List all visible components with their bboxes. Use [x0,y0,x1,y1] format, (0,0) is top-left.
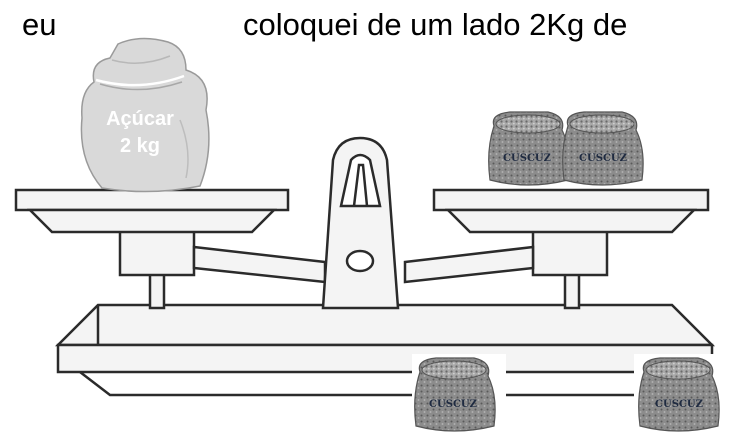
sugar-sack-weight: 2 kg [120,135,160,157]
right-pan [432,188,710,234]
cuscuz-sack-2: CUSCUZ [562,111,644,186]
cuscuz-label-4: CUSCUZ [655,399,703,410]
left-pillar [118,228,196,310]
cuscuz-sack-1: CUSCUZ [488,111,570,186]
sugar-sack-name: Açúcar [106,108,174,130]
cuscuz-sack-4: CUSCUZ [634,354,730,435]
scale-center-tower [321,136,400,310]
cuscuz-label-1: CUSCUZ [503,153,551,164]
cuscuz-sack-3: CUSCUZ [412,354,506,435]
scale-base [54,303,716,397]
right-pillar [531,228,609,310]
caption-left-text: eu [22,7,57,42]
left-pan [14,188,290,234]
caption-right-text: coloquei de um lado 2Kg de [243,7,628,42]
cuscuz-label-3: CUSCUZ [429,399,477,410]
sugar-sack: Açúcar 2 kg [80,37,210,193]
cuscuz-label-2: CUSCUZ [579,153,627,164]
